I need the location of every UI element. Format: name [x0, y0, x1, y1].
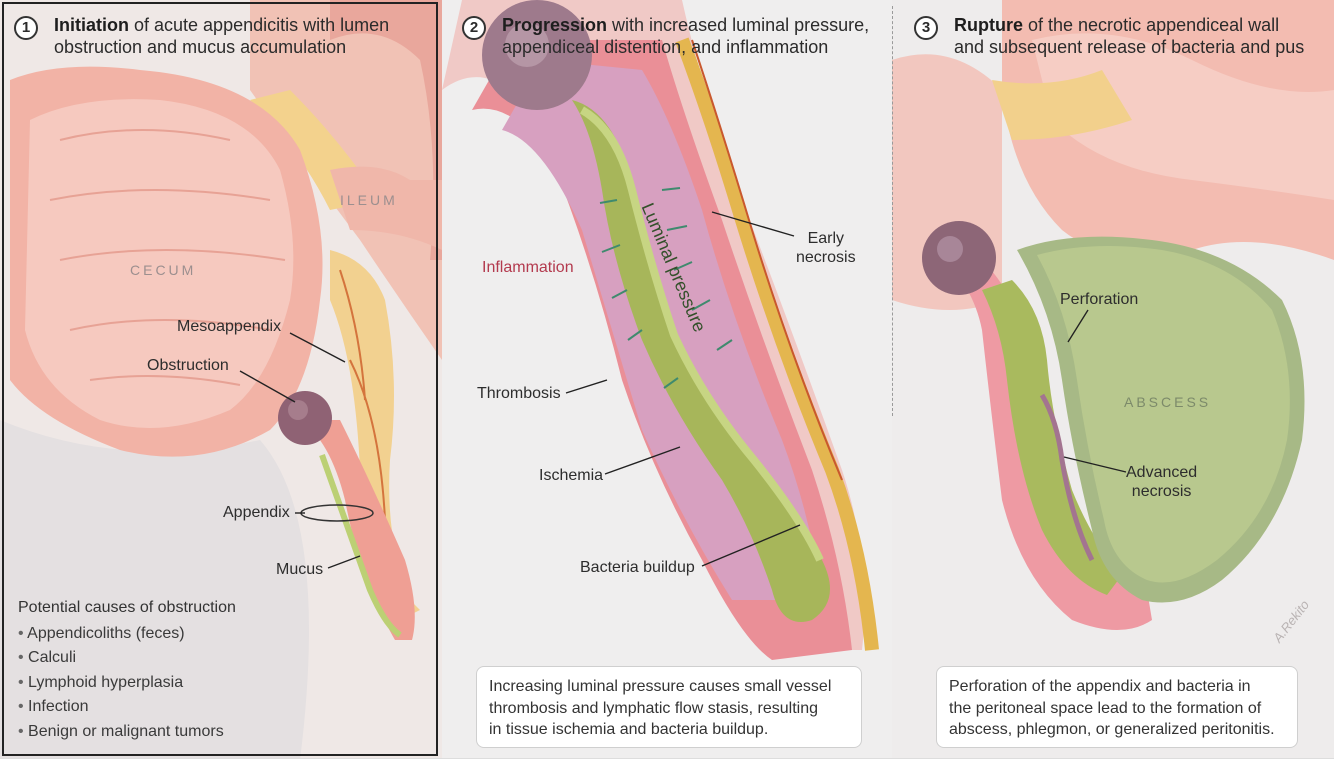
bottom-border	[0, 758, 1334, 777]
obstruction-label: Obstruction	[147, 356, 229, 375]
appendix-label: Appendix	[223, 503, 290, 522]
advanced-necrosis-line2: necrosis	[1132, 483, 1192, 500]
panel-divider	[892, 6, 893, 416]
cecum-label: CECUM	[130, 262, 196, 278]
advanced-necrosis-label: Advanced necrosis	[1126, 463, 1197, 501]
obstruction-fecalith	[278, 391, 332, 445]
bacteria-buildup-label: Bacteria buildup	[580, 558, 695, 577]
rupture-note: Perforation of the appendix and bacteria…	[936, 666, 1298, 748]
note-line: the peritoneal space lead to the formati…	[949, 700, 1261, 717]
progression-note: Increasing luminal pressure causes small…	[476, 666, 862, 748]
ileum-label: ILEUM	[340, 192, 398, 208]
step-number-badge: 3	[914, 16, 938, 40]
perforation-label: Perforation	[1060, 290, 1138, 309]
thrombosis-label: Thrombosis	[477, 384, 561, 403]
note-line: Increasing luminal pressure causes small…	[489, 678, 831, 695]
note-line: in tissue ischemia and bacteria buildup.	[489, 721, 768, 738]
abscess-label: ABSCESS	[1124, 394, 1211, 410]
cause-item: Calculi	[18, 646, 236, 671]
early-necrosis-label: Early necrosis	[796, 229, 856, 267]
mesoappendix-label: Mesoappendix	[177, 317, 281, 336]
panel-3-title-line2: and subsequent release of bacteria and p…	[954, 37, 1304, 57]
panel-2-heading: 2 Progression with increased luminal pre…	[462, 14, 869, 58]
panel-2-title-rest: with increased luminal pressure,	[607, 15, 869, 35]
ischemia-label: Ischemia	[539, 466, 603, 485]
note-line: Perforation of the appendix and bacteria…	[949, 678, 1251, 695]
panel-initiation: 1 Initiation of acute appendicitis with …	[0, 0, 442, 776]
panel-3-title-bold: Rupture	[954, 15, 1023, 35]
inflammation-label: Inflammation	[482, 259, 574, 277]
causes-heading: Potential causes of obstruction	[18, 596, 236, 621]
note-line: abscess, phlegmon, or generalized perito…	[949, 721, 1275, 738]
cause-item: Benign or malignant tumors	[18, 720, 236, 745]
advanced-necrosis-line1: Advanced	[1126, 464, 1197, 481]
panel-progression: 2 Progression with increased luminal pre…	[442, 0, 892, 776]
step-number-badge: 2	[462, 16, 486, 40]
panel-1-title-bold: Initiation	[54, 15, 129, 35]
panel-3-heading: 3 Rupture of the necrotic appendiceal wa…	[914, 14, 1304, 58]
obstruction-causes-list: Potential causes of obstruction Appendic…	[18, 596, 236, 744]
panel-1-title-line2: obstruction and mucus accumulation	[54, 37, 346, 57]
panel-rupture: 3 Rupture of the necrotic appendiceal wa…	[892, 0, 1334, 776]
rupture-illustration	[892, 0, 1334, 776]
panel-1-heading: 1 Initiation of acute appendicitis with …	[14, 14, 389, 58]
early-necrosis-line2: necrosis	[796, 249, 856, 266]
panel-3-title-rest: of the necrotic appendiceal wall	[1023, 15, 1279, 35]
panel-1-title-rest: of acute appendicitis with lumen	[129, 15, 389, 35]
step-number-badge: 1	[14, 16, 38, 40]
early-necrosis-line1: Early	[808, 230, 844, 247]
note-line: thrombosis and lymphatic flow stasis, re…	[489, 700, 818, 717]
cause-item: Lymphoid hyperplasia	[18, 671, 236, 696]
cause-item: Appendicoliths (feces)	[18, 622, 236, 647]
cause-item: Infection	[18, 695, 236, 720]
panel-2-title-bold: Progression	[502, 15, 607, 35]
mucus-label: Mucus	[276, 560, 323, 579]
panel-2-title-line2: appendiceal distention, and inflammation	[502, 37, 828, 57]
